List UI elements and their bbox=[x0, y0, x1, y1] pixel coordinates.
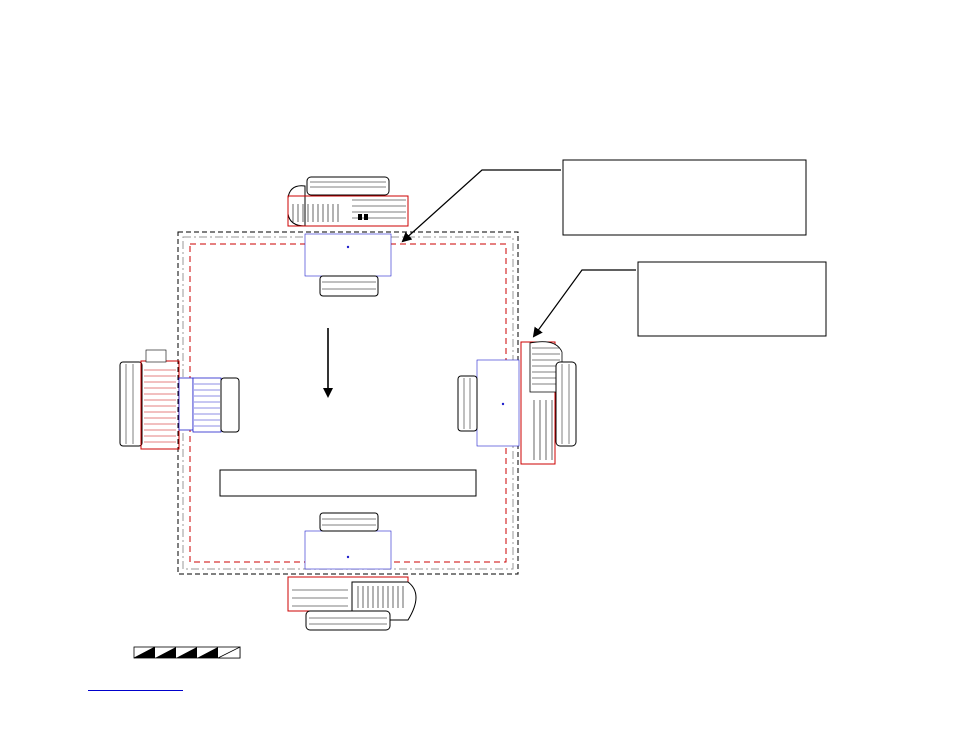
leader-line-top bbox=[401, 169, 561, 243]
callout-box-top-right bbox=[562, 159, 807, 236]
machine-top bbox=[287, 176, 409, 297]
machine-left bbox=[119, 349, 240, 450]
checkered-triangle-scale-icon bbox=[133, 646, 241, 659]
leader-line-right bbox=[532, 269, 636, 338]
machine-bottom bbox=[287, 512, 417, 631]
callout-box-center bbox=[219, 469, 477, 497]
machine-right bbox=[457, 341, 577, 465]
callout-box-right bbox=[637, 261, 827, 337]
footer-link[interactable] bbox=[88, 676, 183, 691]
